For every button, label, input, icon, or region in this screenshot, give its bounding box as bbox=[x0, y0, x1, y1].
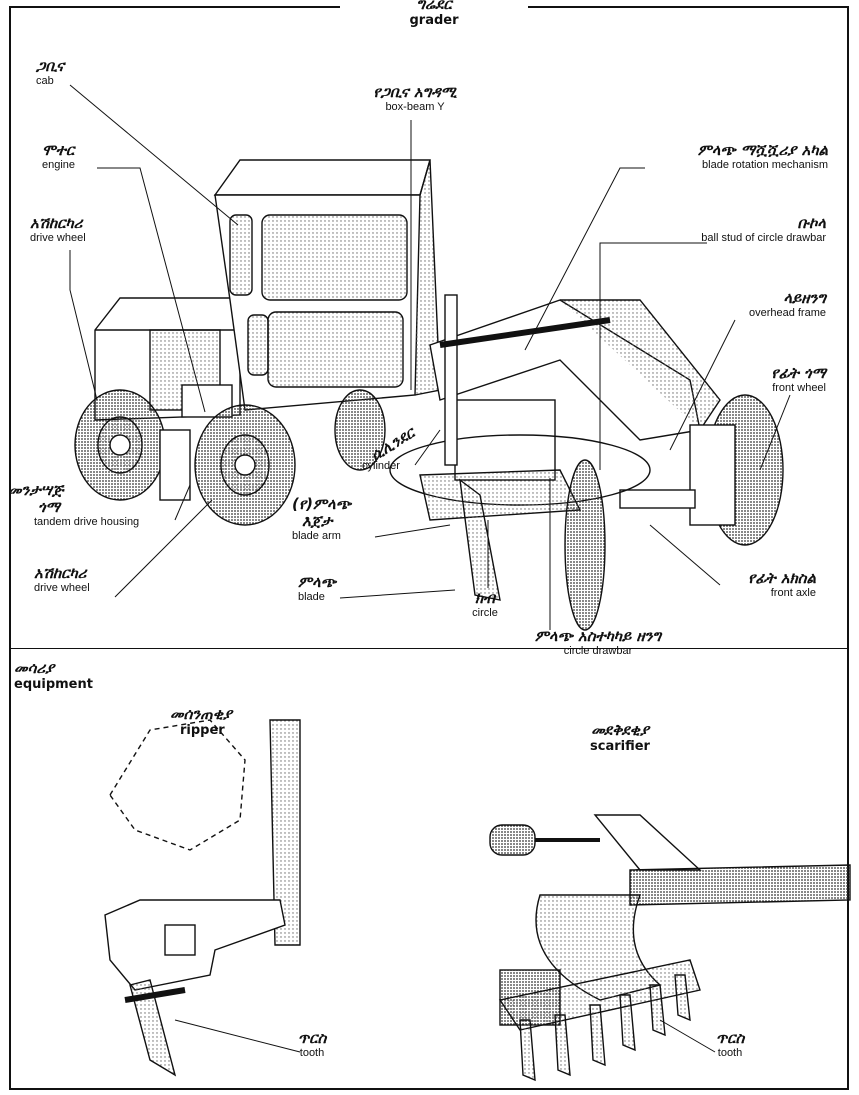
ripper-title: መሰንጠቂያ ripper bbox=[170, 705, 232, 739]
title-amharic: ግሬደር bbox=[416, 0, 452, 13]
scarifier-title: መደቅደቂያ scarifier bbox=[590, 721, 650, 755]
label-blade-rotation: ምላጭ ማሿሿሪያ አካል blade rotation mechanism bbox=[697, 141, 828, 172]
leader-lines bbox=[69, 84, 791, 630]
label-front-axle: የፊት አክስል front axle bbox=[748, 569, 816, 600]
label-ball-stud: ቡኮላ ball stud of circle drawbar bbox=[701, 214, 826, 245]
label-drive-wheel-bottom: አሽከርካሪ drive wheel bbox=[34, 564, 90, 595]
label-tandem: መንታሣጅ ጎማ tandem drive housing bbox=[8, 481, 140, 529]
section-divider bbox=[9, 648, 849, 649]
cab-body bbox=[213, 159, 431, 196]
ripper-tooth-label: ጥርስ tooth bbox=[297, 1029, 327, 1060]
label-blade: ምላጭ blade bbox=[298, 573, 336, 604]
tandem-wheels bbox=[74, 389, 296, 526]
diagram-title: ግሬደር grader bbox=[340, 0, 528, 28]
label-blade-arm: (የ)ምላጭ እጀታ blade arm bbox=[292, 495, 351, 543]
label-box-beam: የጋቢና አግዳሚ box-beam Y bbox=[373, 83, 457, 114]
title-english: grader bbox=[409, 13, 459, 28]
label-cylinder: cylinder bbox=[362, 460, 400, 472]
scarifier-drawing bbox=[489, 814, 851, 1082]
label-circle-drawbar: ምላጭ አስተካካይ ዘንግ circle drawbar bbox=[534, 627, 662, 658]
ripper-drawing bbox=[104, 719, 301, 1077]
scarifier-tooth-label: ጥርስ tooth bbox=[715, 1029, 745, 1060]
label-drive-wheel-top: አሽከርካሪ drive wheel bbox=[30, 214, 86, 245]
label-circle: ክብ circle bbox=[472, 589, 498, 620]
label-overhead-frame: ላይዘንግ overhead frame bbox=[748, 289, 826, 320]
front-axle-drawing bbox=[619, 489, 696, 509]
cylinder-drawing bbox=[444, 294, 458, 466]
blade-drawing bbox=[459, 478, 501, 601]
grader-drawing bbox=[74, 159, 784, 631]
cab-window bbox=[267, 311, 404, 388]
label-front-wheel: የፊት ጎማ front wheel bbox=[771, 364, 826, 395]
equipment-leader-lines bbox=[174, 1019, 716, 1053]
label-engine: ሞተር engine bbox=[42, 141, 76, 172]
cab-window bbox=[261, 214, 408, 301]
label-cab: ጋቢና cab bbox=[36, 57, 65, 88]
equipment-heading: መሳሪያ equipment bbox=[14, 659, 93, 693]
